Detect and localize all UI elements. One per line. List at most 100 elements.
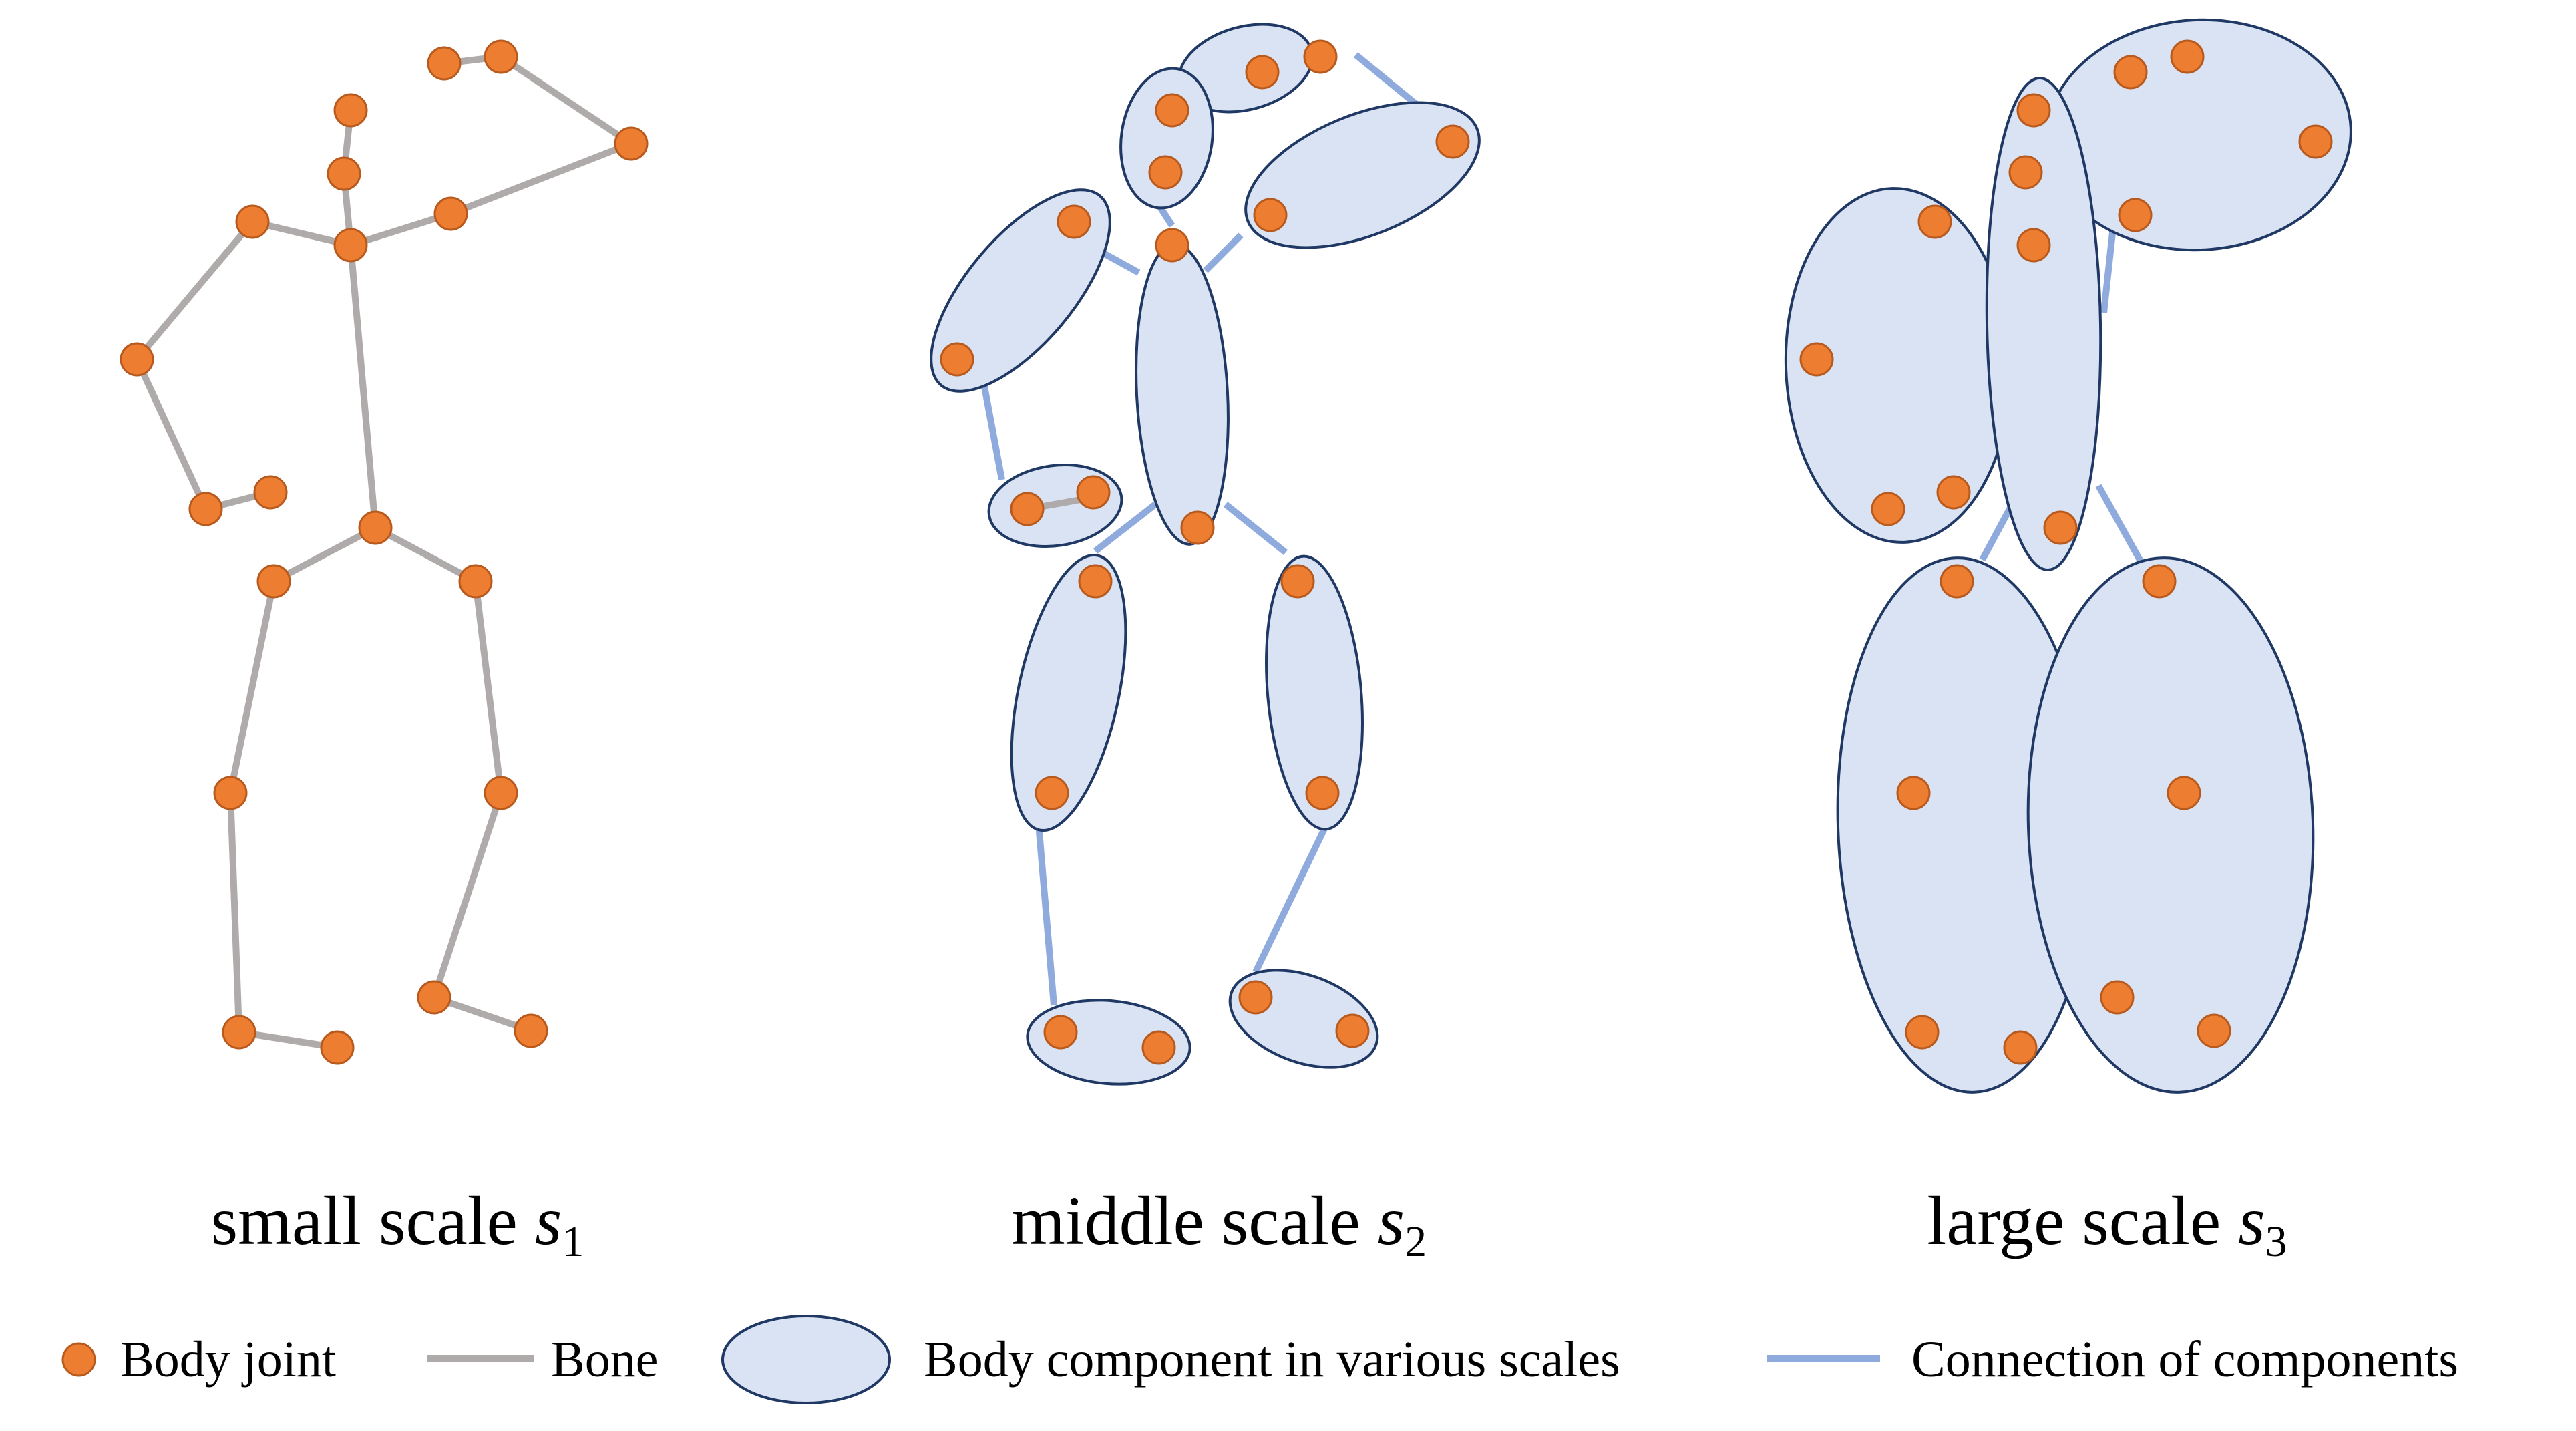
bone (349, 210, 452, 249)
bone (227, 580, 277, 794)
body-joint (2008, 155, 2043, 190)
legend-joint-label: Body joint (120, 1331, 336, 1388)
legend-connection-label: Connection of components (1911, 1331, 2458, 1388)
bone (499, 53, 633, 147)
legend-item-joint: Body joint (61, 1331, 336, 1388)
body-joint (1148, 155, 1183, 190)
components (930, 23, 1481, 1086)
body-component (2026, 556, 2315, 1094)
body-joint (120, 342, 154, 377)
connection-line (980, 379, 1005, 480)
body-joint (1238, 980, 1273, 1015)
body-joint (1905, 1015, 1940, 1050)
legend-component-label: Body component in various scales (924, 1331, 1620, 1388)
body-joint (1303, 39, 1338, 74)
body-joint (235, 204, 270, 239)
connection-line (1093, 502, 1158, 554)
body-joint (1010, 492, 1045, 526)
connection-line (2095, 484, 2144, 563)
connection-line (1203, 232, 1244, 273)
legend-item-component: Body component in various scales (721, 1315, 1620, 1404)
panel-label-large: large scale s3 (1927, 1182, 2287, 1266)
bone (472, 581, 504, 794)
legend-item-bone: Bone (427, 1331, 658, 1388)
body-joint (1155, 93, 1189, 128)
body-joint (1057, 204, 1091, 239)
bone (227, 792, 242, 1033)
large-scale-components: large scale s3 (1784, 18, 2352, 1266)
body-joint (1155, 228, 1189, 263)
bone (134, 219, 255, 362)
body-joint (2167, 776, 2201, 810)
legend-item-connection: Connection of components (1767, 1331, 2458, 1388)
body-joint-icon (61, 1342, 96, 1377)
bone (272, 524, 377, 585)
body-joint (213, 776, 248, 810)
body-joint (1043, 1015, 1078, 1050)
panel-label-middle: middle scale s2 (1011, 1182, 1427, 1266)
body-joint (614, 126, 649, 161)
panel-label-small: small scale s1 (211, 1182, 584, 1266)
body-joint (1799, 342, 1834, 377)
body-component-icon (721, 1315, 891, 1404)
bone (433, 994, 532, 1034)
bone (373, 524, 478, 585)
body-joint (253, 475, 288, 510)
body-joint (458, 564, 493, 599)
body-component (1244, 101, 1481, 249)
body-joint (1141, 1030, 1176, 1065)
body-joint (1305, 776, 1340, 810)
body-joint (1035, 776, 1069, 810)
body-joint (1335, 1013, 1370, 1048)
body-joint (427, 46, 462, 81)
body-component (1135, 243, 1230, 546)
middle-scale-components: middle scale s2 (930, 23, 1481, 1266)
bone (134, 357, 209, 511)
body-joint (2142, 564, 2177, 599)
body-joint (2298, 124, 2333, 159)
body-joint (1871, 492, 1905, 526)
body-joint (2016, 93, 2051, 128)
body-joint (1435, 124, 1470, 159)
joints (1799, 39, 2333, 1065)
bone (347, 245, 379, 528)
connection-line (1252, 820, 1331, 974)
body-joint (484, 776, 518, 810)
body-joint (2003, 1030, 2038, 1065)
components (1784, 18, 2352, 1094)
body-joint (1940, 564, 1974, 599)
small-scale-skeleton: small scale s1 (120, 39, 649, 1266)
body-joint (1078, 564, 1113, 599)
joints (120, 39, 649, 1065)
legend-bone-label: Bone (551, 1331, 658, 1388)
body-joint (417, 980, 451, 1015)
body-joint (940, 342, 974, 377)
joints (940, 39, 1470, 1065)
body-joint (2016, 228, 2051, 263)
body-joint (333, 93, 368, 128)
bone (449, 140, 632, 217)
body-joint (433, 196, 468, 231)
body-joint (1245, 55, 1280, 90)
body-joint (1076, 475, 1111, 510)
body-joint (2100, 980, 2135, 1015)
body-joint (320, 1030, 355, 1065)
connection-line (1097, 247, 1141, 276)
body-joint (188, 492, 223, 526)
body-joint (1253, 198, 1288, 232)
body-joint (1896, 776, 1931, 810)
connection-line (1035, 823, 1057, 1006)
body-joint (2197, 1013, 2231, 1048)
body-joint (358, 510, 393, 545)
body-component (1228, 969, 1379, 1069)
body-joint (327, 156, 361, 191)
body-joint (2043, 510, 2078, 545)
body-joint (333, 228, 368, 263)
body-joint (2113, 55, 2148, 90)
body-joint (1280, 564, 1315, 599)
connection-line (1223, 502, 1288, 555)
body-joint (514, 1013, 548, 1048)
body-component (1010, 553, 1127, 832)
